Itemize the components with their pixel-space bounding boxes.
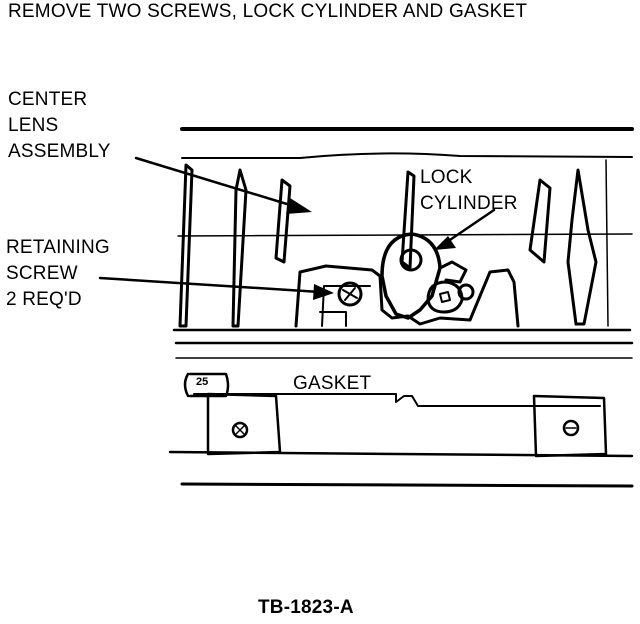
label-center-line-3: ASSEMBLY (8, 141, 111, 162)
gasket-screw-left-slot (234, 424, 246, 436)
lens-fin-4 (400, 170, 416, 270)
lock-bracket-foot (319, 311, 347, 327)
label-lock-line-2: CYLINDER (420, 193, 518, 214)
label-lock-line-1: LOCK (420, 167, 473, 188)
retaining-screw-head (337, 281, 363, 307)
gasket-screw-right (562, 419, 580, 437)
label-screw-line-2: SCREW (6, 263, 78, 284)
lock-cylinder-body (380, 232, 442, 320)
arrowhead-lock-cylinder (434, 236, 456, 250)
lock-cylinder-face (399, 248, 423, 272)
lock-cylinder-cam (426, 280, 464, 314)
leader-retaining-screw (98, 276, 322, 294)
reference-code: TB-1823-A (258, 597, 354, 618)
gasket-screw-left (231, 421, 249, 439)
lens-fin-3 (274, 178, 292, 264)
lock-cam-detail (439, 291, 451, 303)
lock-cylinder-tab (438, 260, 468, 284)
gasket-lower-line (168, 450, 634, 458)
gasket-base-rail (180, 482, 634, 488)
label-screw-line-3: 2 REQ'D (6, 289, 82, 310)
arrowhead-retaining-screw (313, 284, 334, 300)
gasket-right-pad (532, 394, 608, 458)
diagram-title: REMOVE TWO SCREWS, LOCK CYLINDER AND GAS… (8, 1, 528, 22)
label-center-line-1: CENTER (8, 89, 88, 110)
lens-rib-2 (231, 168, 248, 328)
lens-rib-1 (178, 163, 194, 328)
leader-center-lens (134, 156, 302, 210)
label-center-line-2: LENS (8, 115, 59, 136)
lens-right-edge (605, 159, 609, 327)
lens-fin-6 (566, 168, 598, 326)
retaining-screw-slot (342, 287, 358, 301)
arrowhead-center-lens (286, 198, 312, 214)
badge-outline (183, 372, 230, 398)
gasket-upper-line (193, 393, 601, 407)
lock-screw-right (457, 283, 475, 301)
label-gasket: GASKET (293, 373, 372, 394)
housing-rail-2 (181, 152, 633, 159)
leader-lock-cylinder (442, 208, 496, 246)
lens-fin-5 (528, 178, 552, 264)
step-badge: 25 (196, 376, 209, 388)
label-screw-line-1: RETAINING (6, 237, 110, 258)
